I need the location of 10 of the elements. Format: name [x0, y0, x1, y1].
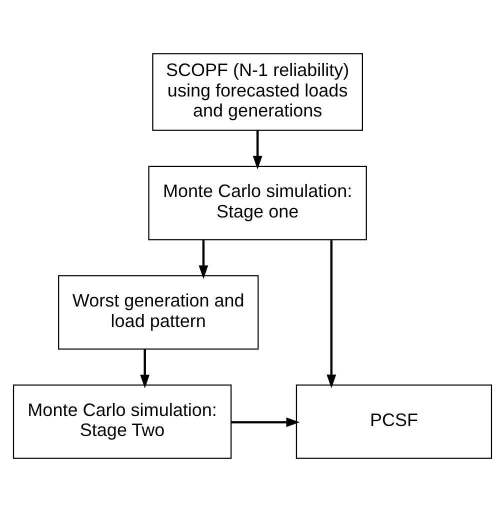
node-box: PCSF	[295, 384, 492, 459]
node-box: SCOPF (N-1 reliability) using forecasted loads and generations	[152, 53, 362, 131]
node-box: Monte Carlo simulation: Stage one	[148, 166, 366, 240]
arrow	[198, 240, 208, 279]
node-box: Monte Carlo simulation: Stage Two	[12, 384, 232, 459]
arrow	[140, 349, 150, 388]
arrow	[326, 240, 336, 388]
node-box: Worst generation and load pattern	[58, 275, 258, 350]
arrow	[252, 130, 262, 170]
arrow	[230, 418, 300, 428]
